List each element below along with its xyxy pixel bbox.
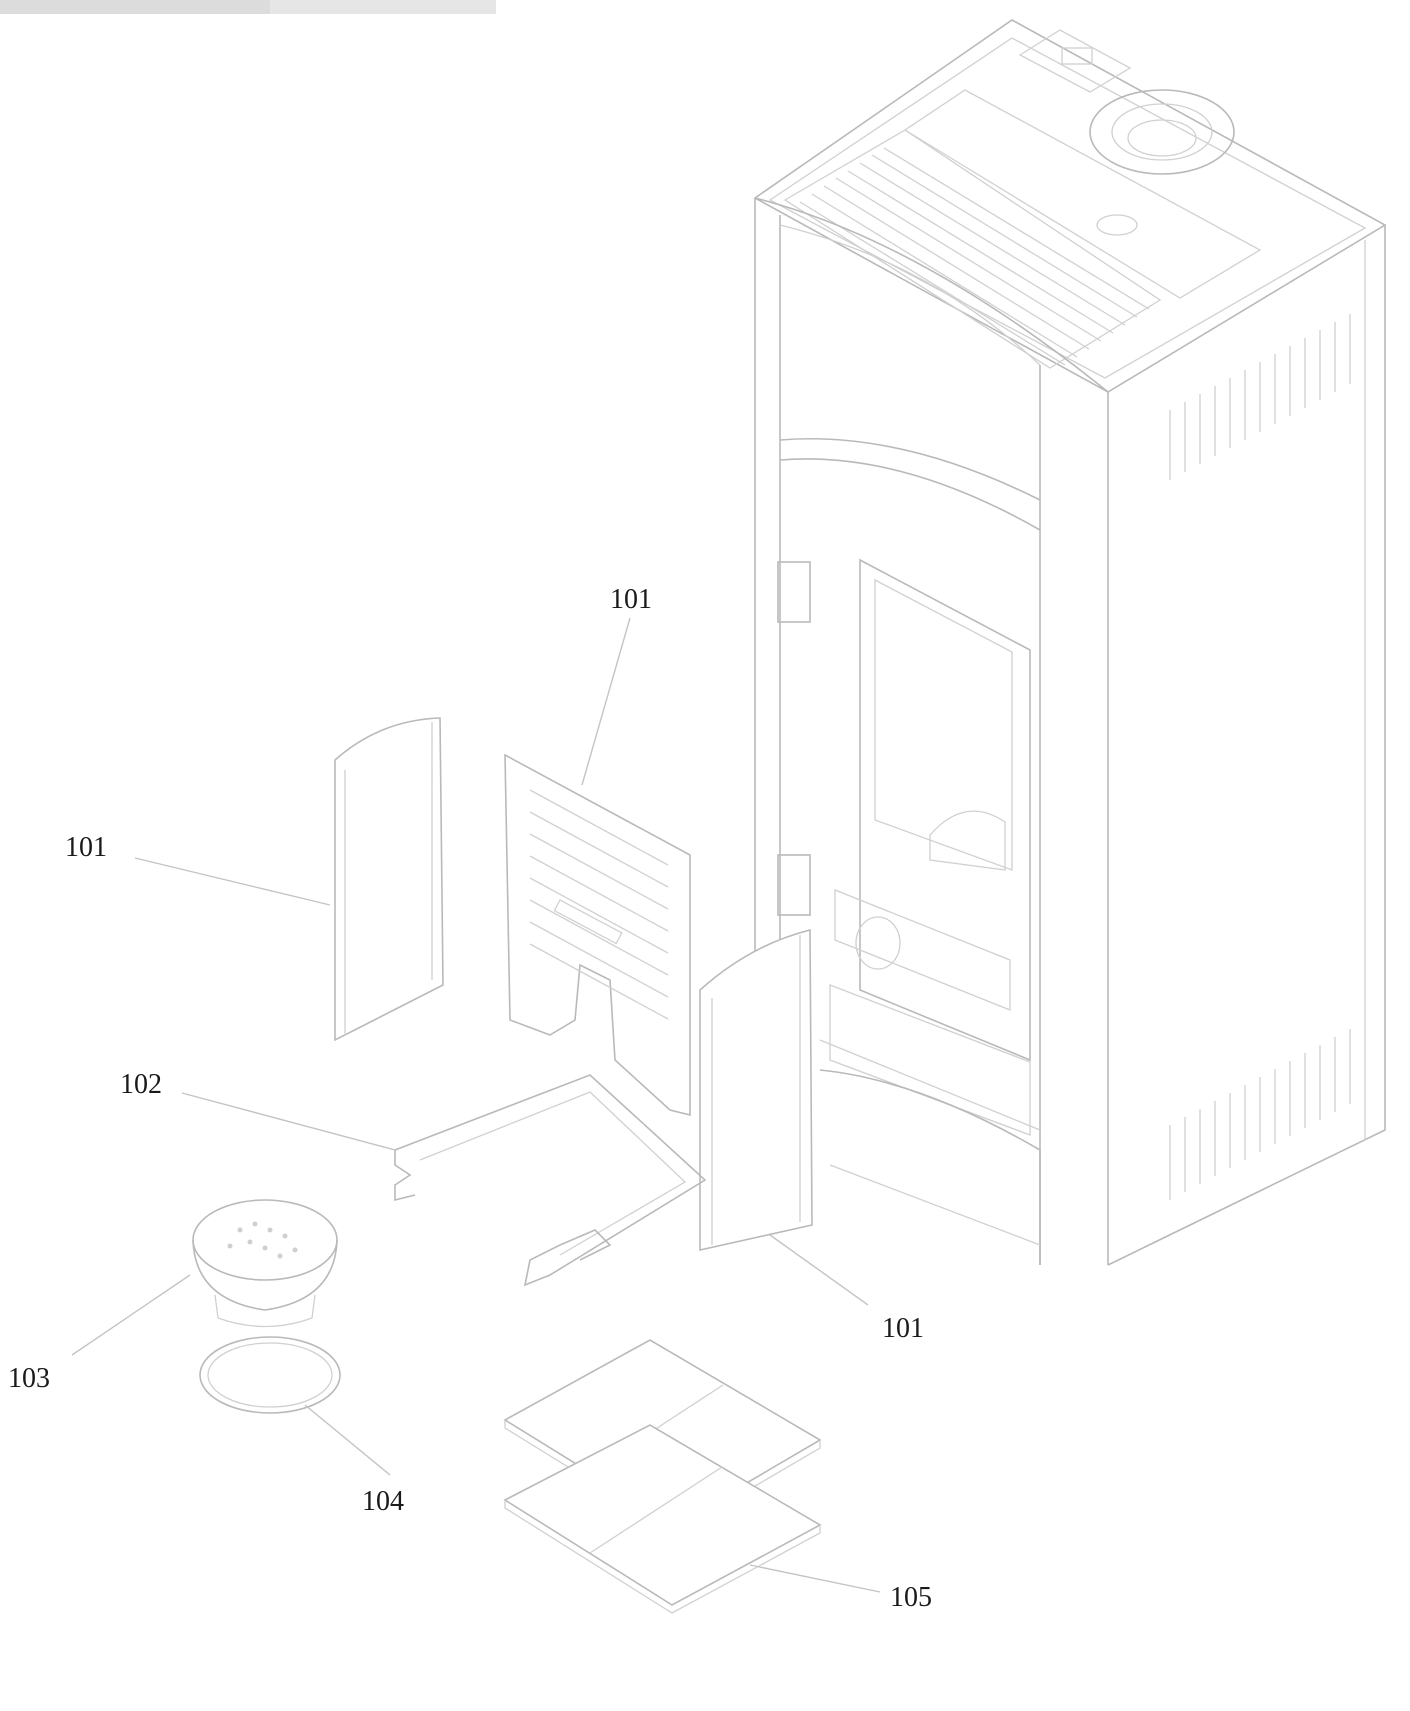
callout-rear-panel: 101 bbox=[610, 584, 652, 615]
right-side-panel bbox=[699, 928, 813, 1251]
callout-burn-pot: 103 bbox=[8, 1363, 50, 1394]
leader-base-plates bbox=[749, 1564, 881, 1593]
left-side-panel bbox=[334, 717, 444, 1042]
leader-burn-pot bbox=[71, 1274, 191, 1356]
leader-rear-panel bbox=[581, 617, 631, 786]
callout-base-plates: 105 bbox=[890, 1582, 932, 1613]
callout-bottom-frame: 102 bbox=[120, 1069, 162, 1100]
base-plates bbox=[503, 1339, 822, 1614]
leader-bottom-frame bbox=[181, 1092, 396, 1151]
burn-pot bbox=[192, 1199, 338, 1328]
callout-gasket-ring: 104 bbox=[362, 1486, 404, 1517]
callout-left-side-panel: 101 bbox=[65, 832, 107, 863]
leader-right-side-panel bbox=[769, 1234, 869, 1306]
leader-gasket-ring bbox=[304, 1404, 391, 1476]
callout-right-side-panel: 101 bbox=[882, 1313, 924, 1344]
gasket-ring bbox=[199, 1336, 341, 1414]
stove-body bbox=[753, 19, 1387, 1266]
rear-panel bbox=[504, 753, 691, 1117]
scan-artifact-strip-2 bbox=[0, 0, 270, 14]
bottom-frame bbox=[394, 1074, 707, 1287]
leader-left-side-panel bbox=[134, 857, 331, 906]
